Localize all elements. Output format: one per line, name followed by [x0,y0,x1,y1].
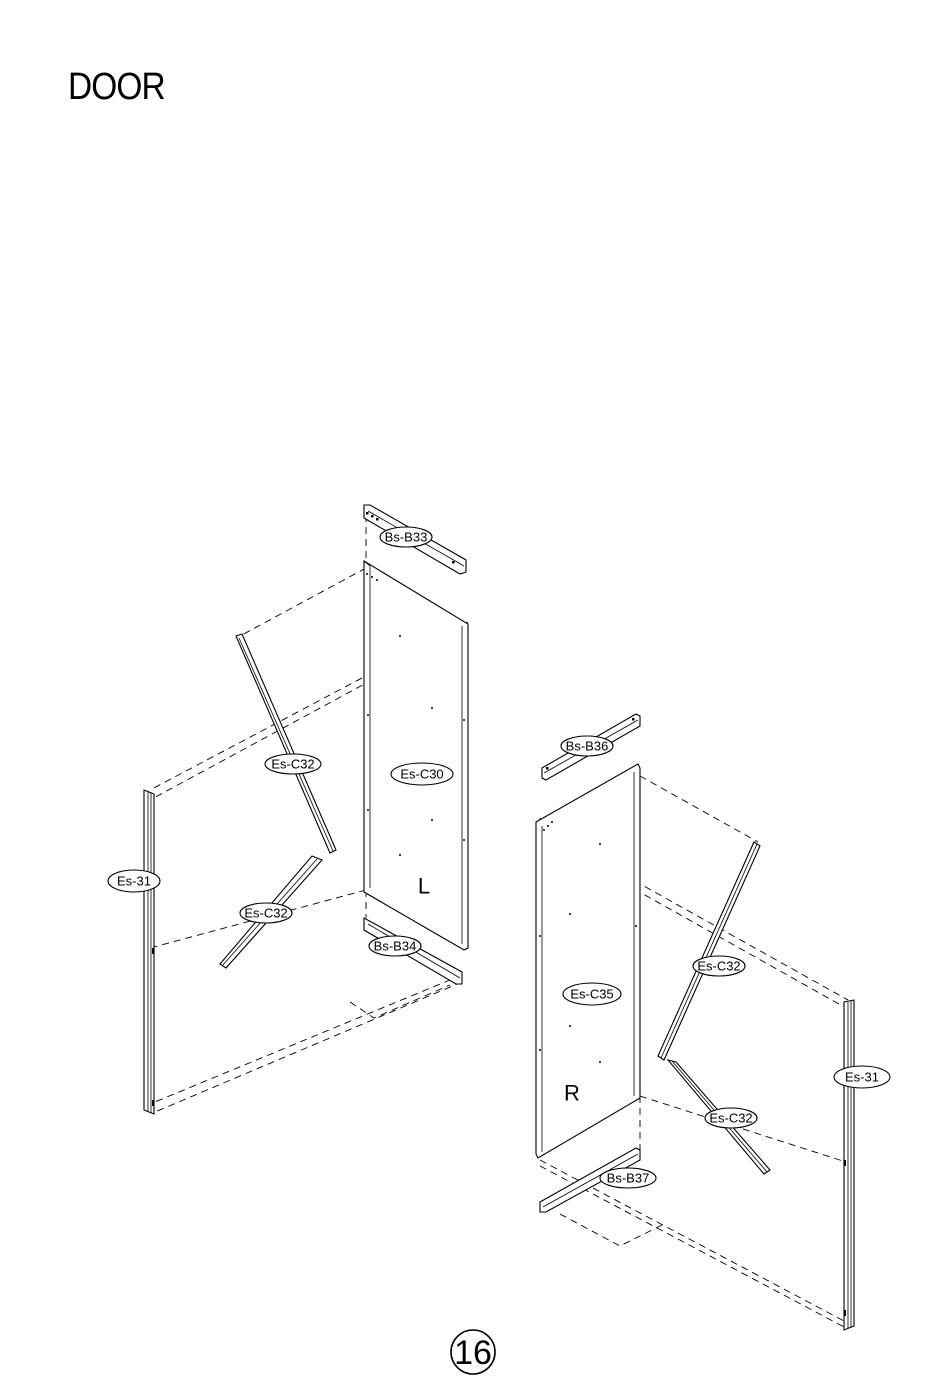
page-number: 16 [451,1330,495,1374]
svg-text:Es-C32: Es-C32 [244,906,287,921]
left-door-assembly: L [108,505,468,1114]
callout-es-c32-left-lower: Es-C32 [240,903,292,923]
left-upper-brace [236,634,336,853]
callout-bs-b34: Bs-B34 [369,936,421,956]
callout-bs-b37: Bs-B37 [600,1168,656,1188]
left-stile [144,790,154,1114]
svg-text:Bs-B37: Bs-B37 [607,1171,650,1186]
right-panel-letter: R [564,1081,580,1106]
callout-es-31-left: Es-31 [108,870,160,892]
callout-bs-b36: Bs-B36 [561,736,613,756]
callout-es-c32-right-lower: Es-C32 [705,1108,757,1128]
callout-es-c32-left-upper: Es-C32 [265,754,321,774]
svg-text:Es-C32: Es-C32 [709,1111,752,1126]
right-stile [844,1000,854,1330]
svg-text:Bs-B34: Bs-B34 [374,939,417,954]
callout-es-c35: Es-C35 [563,983,621,1005]
svg-text:16: 16 [454,1334,492,1372]
svg-text:Es-C32: Es-C32 [697,959,740,974]
svg-text:Es-C32: Es-C32 [271,757,314,772]
svg-text:Es-31: Es-31 [117,874,151,889]
right-door-assembly: R [536,714,890,1330]
right-door-panel: R [536,764,640,1158]
svg-text:Es-C30: Es-C30 [400,767,443,782]
svg-text:Es-C35: Es-C35 [570,987,613,1002]
svg-text:Bs-B33: Bs-B33 [385,530,428,545]
callout-es-c32-right-upper: Es-C32 [693,956,745,976]
svg-text:Es-31: Es-31 [845,1070,879,1085]
left-door-panel: L [364,561,468,950]
callout-es-31-right: Es-31 [834,1066,890,1088]
left-panel-letter: L [418,874,430,899]
callout-es-c30: Es-C30 [391,763,453,785]
svg-text:Bs-B36: Bs-B36 [566,739,609,754]
callout-bs-b33: Bs-B33 [380,527,432,547]
